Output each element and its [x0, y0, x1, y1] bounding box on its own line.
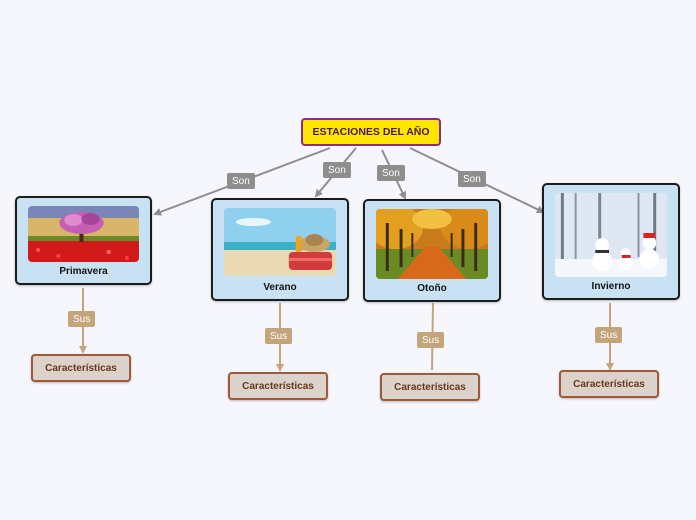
- relation-label-sus: Sus: [68, 311, 96, 327]
- beach-image: [224, 208, 336, 276]
- caracteristicas-node-primavera[interactable]: Características: [31, 354, 131, 382]
- relation-label-son: Son: [377, 165, 405, 181]
- relation-label-son: Son: [458, 171, 486, 187]
- season-label: Otoño: [417, 283, 447, 294]
- relation-label-sus: Sus: [595, 327, 623, 343]
- relation-label-sus: Sus: [265, 328, 293, 344]
- snowmen-image: [555, 193, 667, 277]
- root-topic[interactable]: ESTACIONES DEL AÑO: [301, 118, 441, 146]
- season-node-otono[interactable]: Otoño: [363, 199, 501, 302]
- caracteristicas-node-otono[interactable]: Características: [380, 373, 480, 401]
- relation-label-son: Son: [227, 173, 255, 189]
- autumn-avenue-image: [376, 209, 488, 279]
- season-node-invierno[interactable]: Invierno: [542, 183, 680, 300]
- season-node-primavera[interactable]: Primavera: [15, 196, 152, 285]
- season-label: Verano: [263, 282, 297, 293]
- relation-label-sus: Sus: [417, 332, 445, 348]
- season-label: Primavera: [59, 266, 108, 277]
- spring-tree-image: [28, 206, 139, 262]
- caracteristicas-node-invierno[interactable]: Características: [559, 370, 659, 398]
- season-node-verano[interactable]: Verano: [211, 198, 349, 301]
- season-label: Invierno: [591, 281, 631, 292]
- relation-label-son: Son: [323, 162, 351, 178]
- caracteristicas-node-verano[interactable]: Características: [228, 372, 328, 400]
